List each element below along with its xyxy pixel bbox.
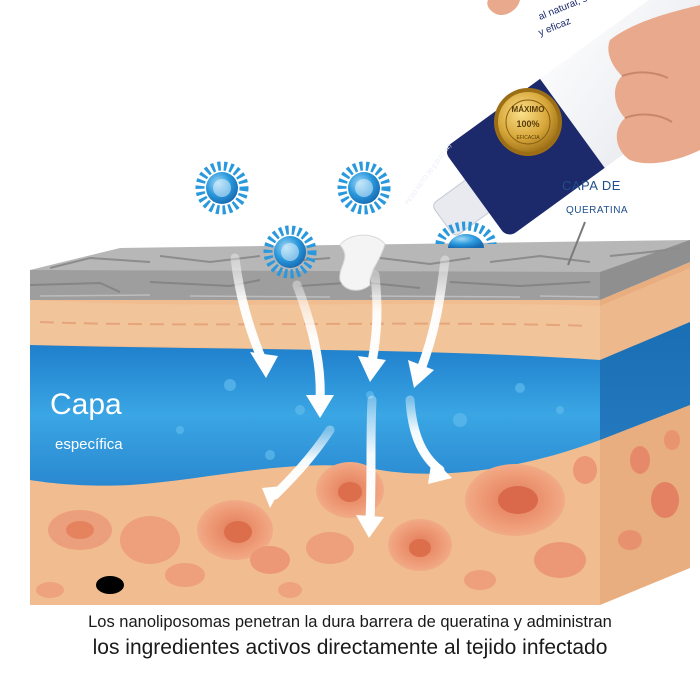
seal-text-bottom: EFICACIA [516, 135, 540, 141]
seal-text-pct: 100% [516, 119, 539, 129]
seal-text-top: MÁXIMO [512, 105, 545, 114]
keratin-label-line-2: QUERATINA [566, 205, 629, 216]
gold-seal: MÁXIMO 100% EFICACIA [494, 88, 562, 156]
arrow-heads [250, 352, 452, 538]
keratin-pointer-line [567, 221, 586, 266]
caption-line-1: Los nanoliposomas penetran la dura barre… [88, 613, 612, 631]
hand [487, 0, 700, 164]
nanoliposome-3 [337, 161, 391, 215]
caption-line-2: los ingredientes activos directamente al… [92, 636, 608, 659]
penetration-arrows [230, 253, 450, 525]
dermis-cells [36, 456, 597, 598]
nanoliposome-1 [195, 161, 249, 215]
nanoliposome-4 [435, 221, 497, 248]
specific-layer-label-line-2: específica [55, 436, 123, 453]
specific-layer-label-line-1: Capa [50, 388, 122, 421]
keratin-label-line-1: CAPA DE [562, 178, 621, 193]
tube-text-1: al natural, seguro [537, 0, 613, 23]
skin-side-face [600, 262, 690, 605]
nanoliposome-2 [263, 225, 317, 279]
blue-layer-bubbles [176, 379, 564, 460]
